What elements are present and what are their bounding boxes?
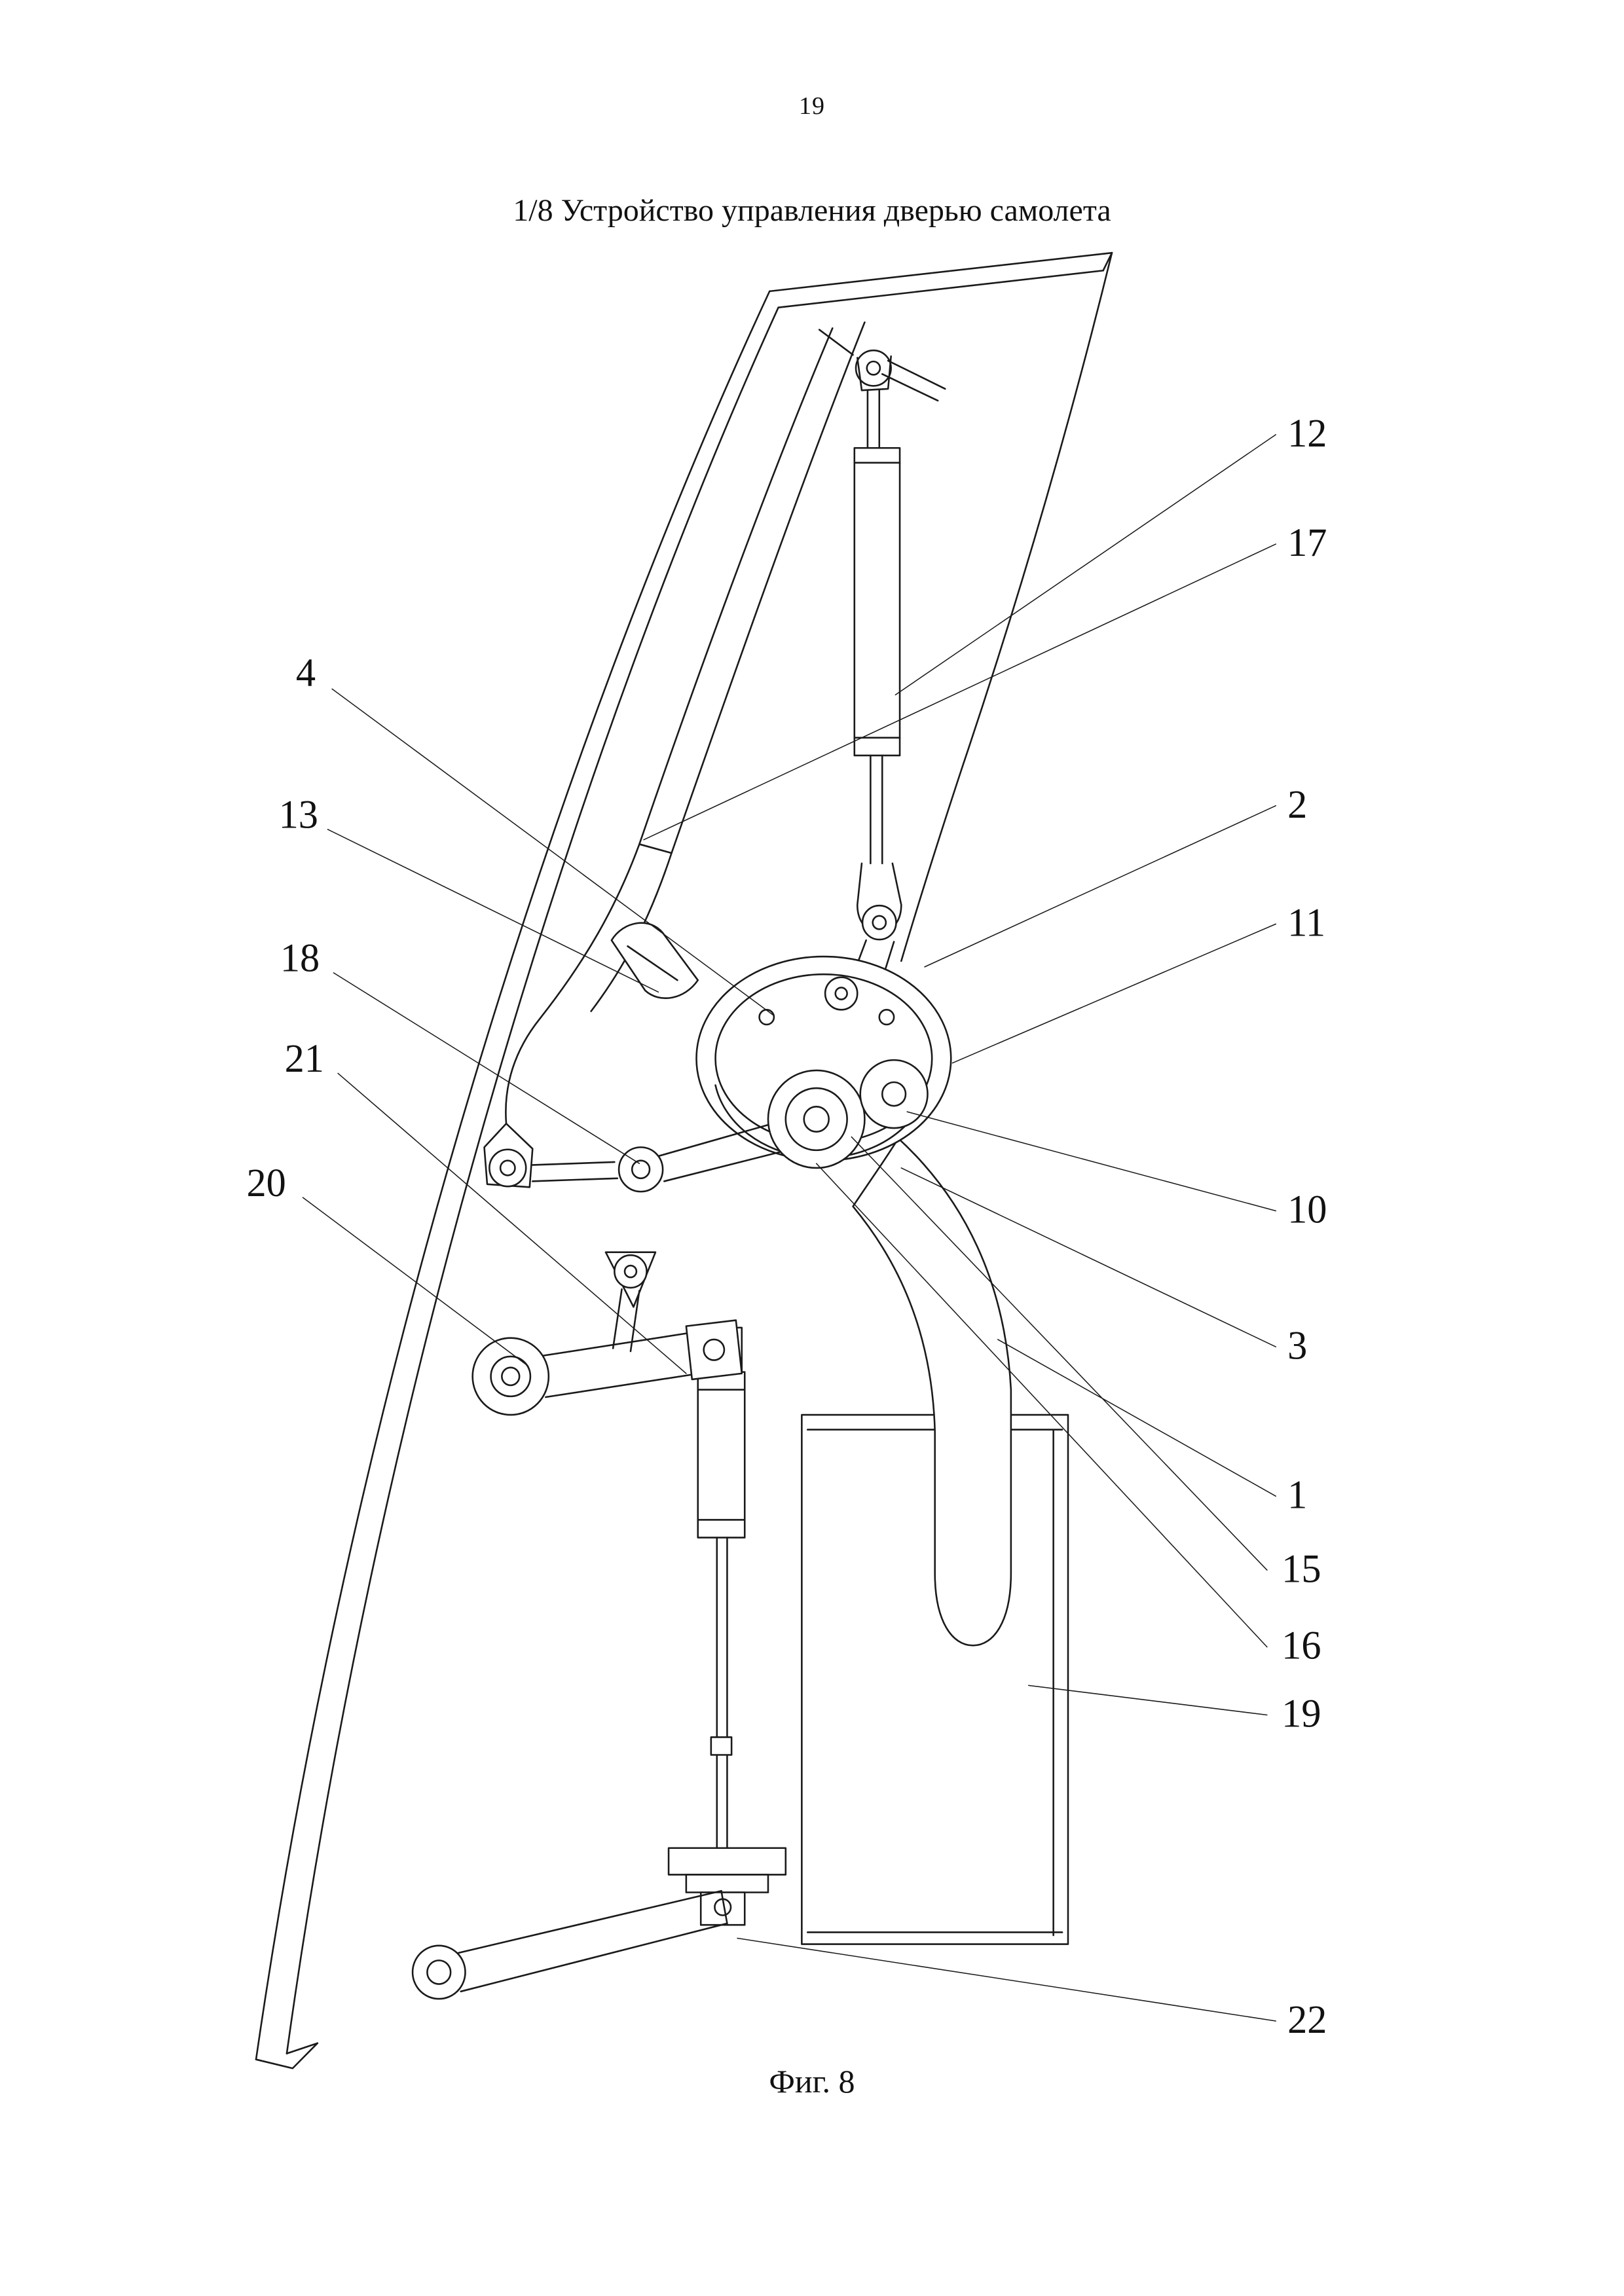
vertical-actuator: [667, 1326, 787, 1926]
callout-3: 3: [1287, 1324, 1307, 1368]
callout-labels: 12 17 2 11 10 3 1 15 16 19 22 4 13 18 21…: [246, 412, 1327, 2042]
callout-20: 20: [246, 1161, 286, 1205]
callout-16: 16: [1282, 1624, 1321, 1667]
page-number: 19: [799, 92, 825, 120]
callout-22: 22: [1287, 1998, 1327, 2042]
door-frame: [483, 321, 866, 1188]
callout-18: 18: [280, 936, 320, 980]
callout-11: 11: [1287, 901, 1325, 945]
callout-4: 4: [296, 651, 316, 695]
callout-12: 12: [1287, 412, 1327, 456]
cam-mechanism: [618, 955, 952, 1193]
bottom-lever: [411, 1889, 732, 2000]
door-handle: [852, 1137, 1012, 1647]
fuselage-outline: [255, 251, 1113, 2069]
callout-13: 13: [279, 793, 318, 837]
leader-lines: [302, 434, 1277, 2022]
gas-strut: [818, 329, 946, 1027]
callout-2: 2: [1287, 783, 1307, 827]
callout-21: 21: [285, 1037, 324, 1081]
latch-lever-assembly: [471, 1251, 743, 1416]
callout-17: 17: [1287, 521, 1327, 565]
figure-caption: Фиг. 8: [769, 2063, 855, 2100]
callout-19: 19: [1282, 1692, 1321, 1736]
callout-10: 10: [1287, 1188, 1327, 1231]
callout-1: 1: [1287, 1473, 1307, 1517]
callout-15: 15: [1282, 1547, 1321, 1591]
figure-title: 1/8 Устройство управления дверью самолет…: [513, 193, 1111, 228]
